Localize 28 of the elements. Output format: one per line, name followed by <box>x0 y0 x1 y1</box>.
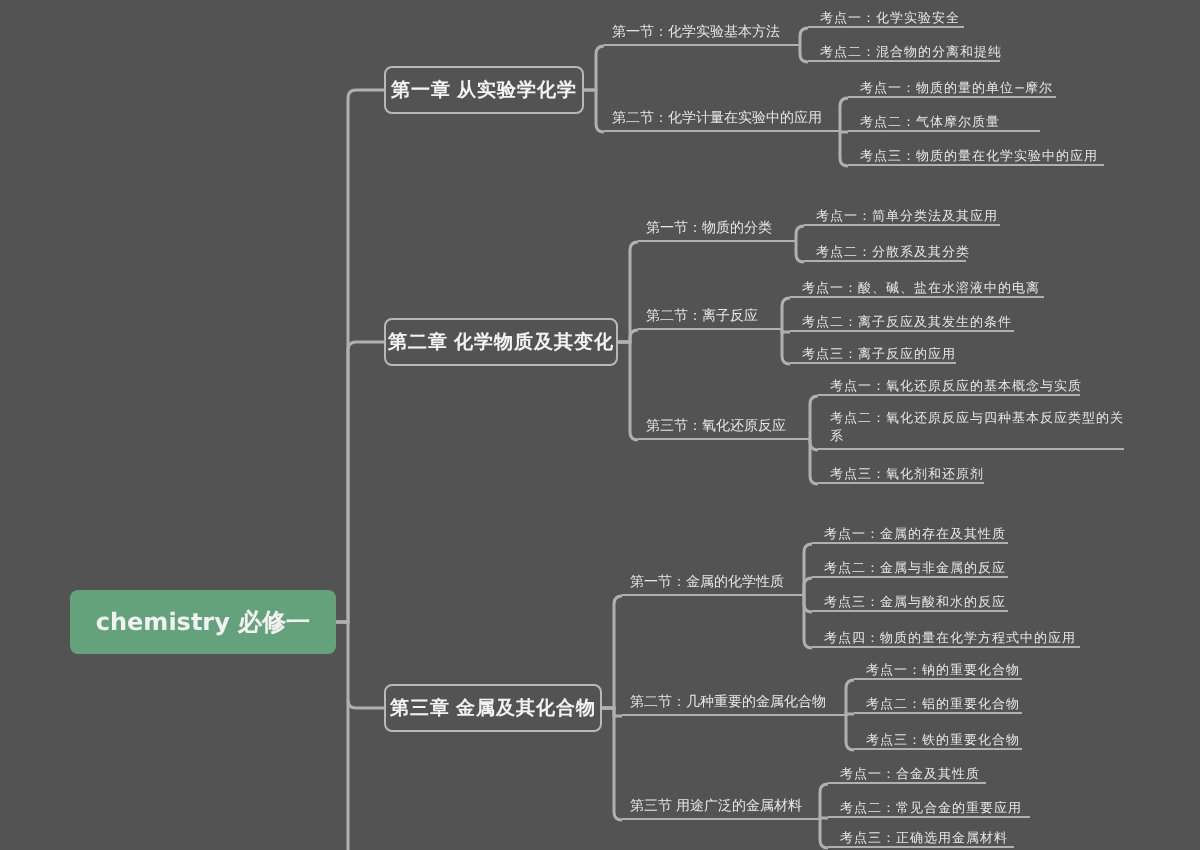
branch-line <box>808 394 820 442</box>
branch-line <box>780 296 792 332</box>
branch-line <box>780 328 790 334</box>
branch-line <box>818 782 830 822</box>
branch-line <box>844 678 856 718</box>
branch-line <box>808 438 820 486</box>
branch-line <box>844 712 854 718</box>
chapter-box: 第三章 金属及其化合物 <box>384 684 602 732</box>
branch-line <box>584 88 606 134</box>
branch-line <box>838 96 850 134</box>
branch-line <box>802 576 814 598</box>
branch-line <box>838 130 848 134</box>
chapter-box: 第一章 从实验学化学 <box>384 66 584 114</box>
branch-line <box>336 620 384 710</box>
branch-line <box>794 224 806 244</box>
branch-line <box>602 706 624 822</box>
branch-line <box>838 130 850 168</box>
branch-line <box>802 594 814 650</box>
branch-line <box>818 818 830 850</box>
branch-line <box>844 714 856 752</box>
branch-line <box>794 240 806 264</box>
branch-line <box>818 816 828 822</box>
branch-line <box>780 328 792 366</box>
branch-line <box>798 26 810 48</box>
chapter-box: 第二章 化学物质及其变化 <box>384 318 618 366</box>
root-topic-box: chemistry 必修一 <box>70 590 336 654</box>
branch-line <box>618 340 640 442</box>
branch-line <box>798 44 810 64</box>
